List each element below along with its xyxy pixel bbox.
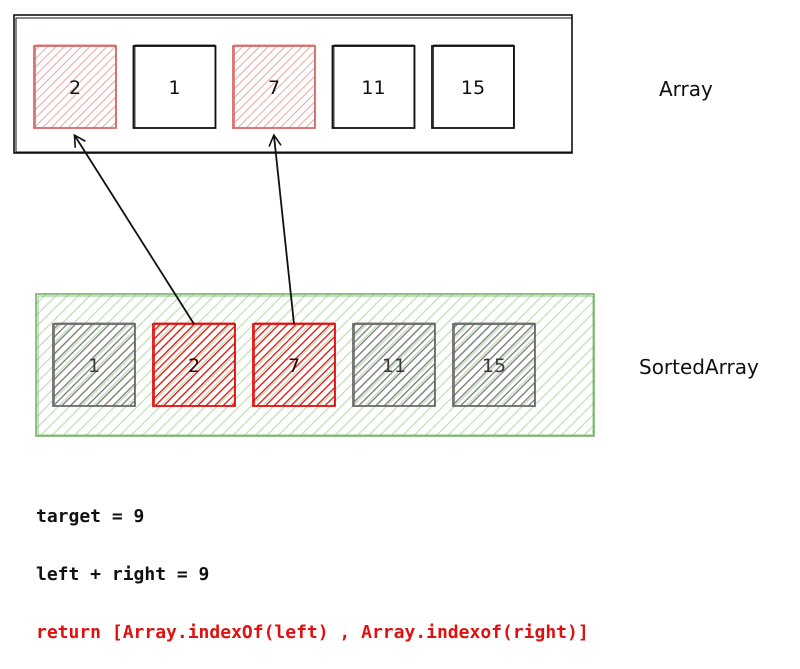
array-cell-value: 11 [361, 77, 385, 99]
sorted-cell: 7 [252, 322, 336, 407]
array-label: Array [659, 77, 713, 101]
sorted-cell-value: 2 [188, 355, 200, 377]
sorted-cell: 1 [52, 322, 136, 407]
array-cell-value: 1 [168, 77, 180, 99]
mapping-arrow [73, 133, 195, 325]
code-sum-line: left + right = 9 [36, 564, 210, 585]
sorted-array-label: SortedArray [639, 355, 759, 379]
array-cell-value: 15 [461, 77, 485, 99]
code-return-line: return [Array.indexOf(left) , Array.inde… [36, 622, 589, 643]
array-cells: 2 1 7 11 15 [33, 44, 515, 129]
sorted-cell-value: 11 [382, 355, 406, 377]
array-cell: 2 [33, 44, 117, 129]
array-cell: 15 [431, 44, 515, 129]
sorted-array-cells: 1 2 7 11 15 [52, 322, 536, 407]
mapping-arrows [73, 133, 295, 325]
sorted-cell: 11 [352, 322, 436, 407]
array-cell-value: 2 [69, 77, 81, 99]
array-cell: 11 [331, 44, 416, 129]
sorted-cell-value: 1 [88, 355, 100, 377]
array-container [13, 14, 573, 154]
array-cell: 1 [132, 44, 217, 129]
mapping-arrow [268, 133, 295, 325]
code-target-line: target = 9 [36, 506, 145, 527]
array-cell: 7 [232, 44, 316, 129]
sorted-cell-value: 7 [288, 355, 300, 377]
sorted-cell-value: 15 [482, 355, 506, 377]
sorted-cell: 2 [152, 322, 236, 407]
sorted-cell: 15 [452, 322, 536, 407]
array-cell-value: 7 [268, 77, 280, 99]
